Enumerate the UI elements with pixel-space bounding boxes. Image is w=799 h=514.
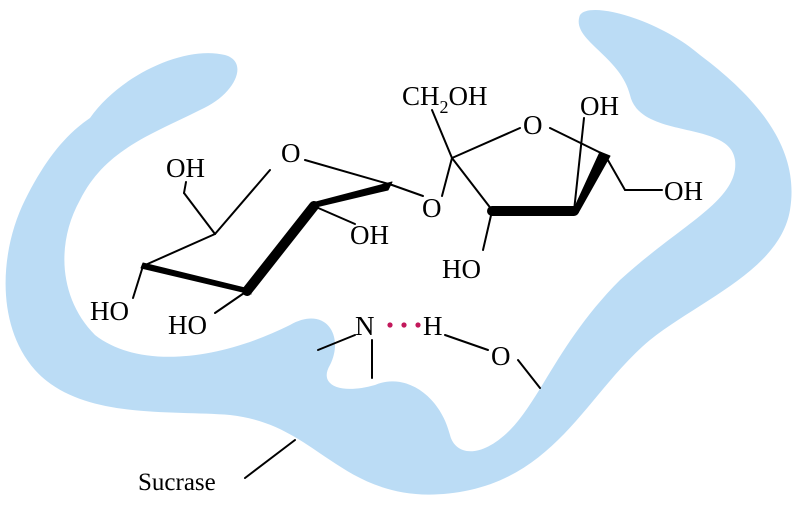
enzyme-oxygen-label: O	[491, 341, 511, 371]
fructose-ring	[431, 109, 663, 251]
hydrogen-bond-dot	[401, 322, 407, 328]
enzyme-hydrogen-label: H	[423, 311, 443, 341]
glucose-c3-hydroxyl-label: HO	[168, 310, 207, 340]
enzyme-sucrase-shape	[5, 9, 792, 495]
glucose-c4-hydroxyl-label: HO	[90, 296, 129, 326]
fructose-ring-oxygen-label: O	[523, 110, 543, 140]
fructose-c4-hydroxyl-label: HO	[442, 254, 481, 284]
fructose-ch2oh-right-label: OH	[664, 176, 703, 206]
glucose-c2-hydroxyl-label: OH	[350, 220, 389, 250]
glucose-ring-oxygen-label: O	[281, 138, 301, 168]
enzyme-name-label: Sucrase	[138, 469, 216, 496]
hydrogen-bond-dots	[387, 322, 421, 328]
glucose-ring	[132, 159, 424, 314]
fructose-c3-hydroxyl-label: OH	[580, 91, 619, 121]
glucose-ch2oh-label: OH	[166, 153, 205, 183]
hydrogen-bond-dot	[415, 322, 421, 328]
hydrogen-bond-dot	[387, 322, 393, 328]
active-site-residues	[244, 322, 541, 479]
glycosidic-oxygen-label: O	[422, 193, 442, 223]
enzyme-nitrogen-label: N	[355, 311, 375, 341]
fructose-ch2oh-top-label: CH2OH	[402, 81, 488, 117]
